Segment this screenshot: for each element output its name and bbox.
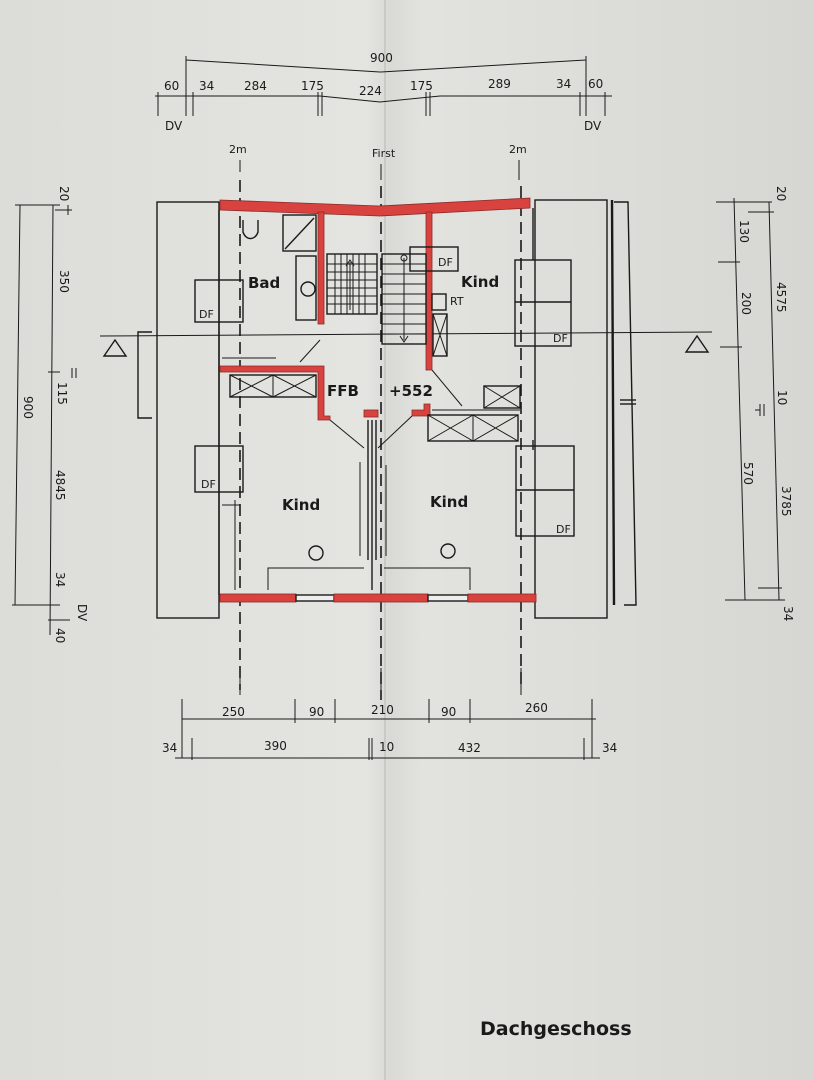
df-box-kid-bottom-right xyxy=(515,445,575,537)
df-box-bath xyxy=(194,279,244,323)
right-outer-dim-4: 3785 xyxy=(779,486,793,517)
lamp-icon-left xyxy=(308,545,324,561)
building-outline xyxy=(156,199,637,619)
left-dim-overall: 900 xyxy=(21,396,35,419)
top-dim-seg-1: 60 xyxy=(164,79,179,93)
room-label-bath: Bad xyxy=(248,274,280,292)
sink-icon xyxy=(300,281,316,297)
right-inner-dim-2: 200 xyxy=(739,292,753,315)
bottom-dim-row2-2: 390 xyxy=(264,739,287,753)
top-dim-seg-4: 175 xyxy=(301,79,324,93)
left-dim-seg-1: 20 xyxy=(57,186,71,201)
df-box-kid-left xyxy=(194,445,244,493)
df-box-kid-top-right xyxy=(514,259,572,347)
room-label-kid-top-right: Kind xyxy=(461,273,499,291)
toilet-icon xyxy=(242,220,259,240)
right-outer-dim-2: 4575 xyxy=(774,282,788,313)
bath-fixtures xyxy=(242,214,317,321)
top-dim-seg-3: 284 xyxy=(244,79,267,93)
df-label-stair: DF xyxy=(438,256,453,269)
bottom-dim-row1-3: 210 xyxy=(371,703,394,717)
right-inner-dim-3: 570 xyxy=(741,462,755,485)
top-dim-seg-7: 289 xyxy=(488,77,511,91)
top-dv-right: DV xyxy=(584,119,602,133)
floor-level-label: FFB xyxy=(327,382,359,400)
df-label-kid-left: DF xyxy=(201,478,216,491)
df-box-stair xyxy=(409,246,459,272)
rt-box xyxy=(431,293,447,311)
left-dim-seg-6: 40 xyxy=(53,628,67,643)
right-outer-dim-5: 34 xyxy=(781,606,795,621)
right-dimension-chain: 20 4575 10 3785 34 130 200 570 xyxy=(716,186,795,621)
top-dim-seg-8: 34 xyxy=(556,77,571,91)
height-mark-right: 2m xyxy=(509,143,527,156)
top-dim-seg-5: 224 xyxy=(359,84,382,98)
top-dim-seg-6: 175 xyxy=(410,79,433,93)
drawing-title: Dachgeschoss xyxy=(480,1018,632,1040)
bottom-dim-row2-3: 10 xyxy=(379,740,394,754)
height-mark-left: 2m xyxy=(229,143,247,156)
right-outer-dim-3: 10 xyxy=(775,390,789,405)
df-label-bath: DF xyxy=(199,308,214,321)
doors-and-shaft xyxy=(329,415,413,590)
bottom-dim-row2-5: 34 xyxy=(602,741,617,755)
shower-tray-icon xyxy=(282,214,317,252)
roof-windows: DF DF DF DF DF xyxy=(194,246,575,537)
bottom-dim-row1-2: 90 xyxy=(309,705,324,719)
section-triangle-left-icon xyxy=(102,338,128,357)
left-dim-seg-3: 115 xyxy=(55,382,69,405)
closets xyxy=(222,339,521,442)
closet-top-right xyxy=(432,313,448,357)
room-label-kid-bottom-left: Kind xyxy=(282,496,320,514)
left-dim-seg-4: 4845 xyxy=(53,470,67,501)
left-dv-tag: DV xyxy=(75,604,89,622)
load-bearing-walls xyxy=(219,197,537,603)
top-dim-seg-9: 60 xyxy=(588,77,603,91)
bathtub-icon xyxy=(295,255,317,321)
left-dim-seg-5: 34 xyxy=(53,572,67,587)
bottom-dimension-chain: 250 90 210 90 260 34 390 10 432 34 xyxy=(162,668,617,760)
stair-up-arrow-icon xyxy=(345,259,355,267)
df-label-kid-bottom-right: DF xyxy=(556,523,571,536)
kid-room-furniture xyxy=(222,500,471,590)
section-line xyxy=(99,331,713,419)
rt-label: RT xyxy=(450,295,464,308)
height-mark-center: First xyxy=(372,147,396,160)
top-dimension-chain: 900 60 34 284 175 224 175 289 34 60 DV D… xyxy=(155,51,612,133)
bottom-dim-row1-1: 250 xyxy=(222,705,245,719)
left-dim-seg-2: 350 xyxy=(57,270,71,293)
top-dim-overall: 900 xyxy=(370,51,393,65)
top-dim-seg-2: 34 xyxy=(199,79,214,93)
section-triangle-right-icon xyxy=(684,334,710,353)
lamp-icon-right xyxy=(440,543,456,559)
staircase xyxy=(326,253,427,345)
top-dv-left: DV xyxy=(165,119,183,133)
stair-down-arrow-icon xyxy=(399,335,409,343)
bottom-dim-row2-1: 34 xyxy=(162,741,177,755)
df-label-kid-top-right: DF xyxy=(553,332,568,345)
height-marks: 2m First 2m xyxy=(229,143,527,180)
bottom-dim-row2-4: 432 xyxy=(458,741,481,755)
bottom-dim-row1-5: 260 xyxy=(525,701,548,715)
right-outer-dim-1: 20 xyxy=(774,186,788,201)
room-label-kid-bottom-right: Kind xyxy=(430,493,468,511)
right-inner-dim-1: 130 xyxy=(737,220,751,243)
left-dimension-chain: 20 350 115 4845 34 40 DV 900 xyxy=(12,186,89,643)
bottom-dim-row1-4: 90 xyxy=(441,705,456,719)
floor-level-value: +552 xyxy=(389,382,433,400)
